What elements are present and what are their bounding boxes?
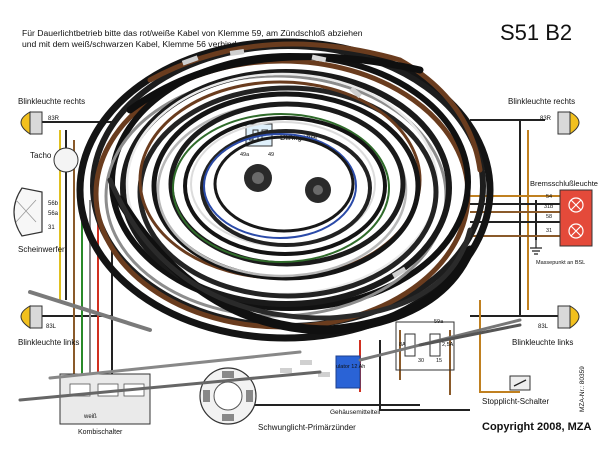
article-number: MZA-Nr.: 80359	[579, 366, 586, 412]
terminal-hl-56b: 56b	[48, 201, 59, 207]
lamp-yellow-icon	[569, 111, 580, 135]
terminal-bsl-54: 54	[546, 194, 552, 200]
cable-ties	[18, 290, 522, 402]
wire-harness	[76, 38, 494, 342]
copyright: Copyright 2008, MZA	[482, 421, 591, 433]
generator-label: Schwunglicht-Primärzünder	[258, 423, 356, 432]
terminal-bsl-58: 58	[546, 214, 552, 220]
indicator-rear-right-label: Blinkleuchte rechts	[508, 97, 575, 106]
note-line-2: und mit dem weiß/schwarzen Kabel, Klemme…	[22, 39, 246, 49]
note-line-1: Für Dauerlichtbetrieb bitte das rot/weiß…	[22, 28, 363, 38]
indicator-rear-left	[557, 305, 580, 329]
terminal-hl-56a: 56a	[48, 211, 59, 217]
terminal-ind-fl: 83L	[46, 324, 57, 330]
brake-light-switch-icon	[509, 375, 531, 391]
speedometer-label: Tacho	[30, 151, 52, 160]
terminal-ind-rr: 83R	[540, 116, 552, 122]
terminal-ind-rl: 83L	[538, 324, 549, 330]
indicator-front-right	[20, 111, 43, 135]
terminal-flasher-49: 49	[268, 152, 274, 158]
wire-connectors	[181, 49, 407, 377]
indicator-rear-left-label: Blinkleuchte links	[512, 338, 573, 347]
terminal-bsl-31: 31	[546, 228, 552, 234]
terminal-fuse-15: 15	[436, 358, 442, 364]
combination-switch-label: Kombischalter	[78, 429, 123, 436]
terminal-fuse-8a: 8A	[399, 342, 406, 348]
brake-tail-light	[559, 189, 593, 247]
indicator-front-left	[20, 305, 43, 329]
terminal-bsl-31b: 31b	[544, 204, 553, 210]
terminal-fuse-30: 30	[418, 358, 424, 364]
generator-icon	[199, 367, 257, 425]
terminal-hl-31: 31	[48, 225, 55, 231]
indicator-front-right-label: Blinkleuchte rechts	[18, 97, 85, 106]
ground-point-label: Massepunkt an BSL	[536, 260, 585, 266]
headlight-label: Scheinwerfer	[18, 245, 65, 254]
battery-label: ulator 12 Ah	[336, 364, 365, 370]
headlight-icon	[13, 187, 43, 237]
bulb-icon	[568, 197, 584, 239]
lamp-yellow-icon	[569, 305, 580, 329]
battery-icon	[335, 355, 361, 389]
terminal-fuse-25a: 2,5A	[442, 342, 454, 348]
terminal-flasher-49a: 49a	[240, 152, 250, 158]
model-title: S51 B2	[500, 20, 572, 45]
combination-switch	[59, 373, 151, 425]
brake-light-switch-label: Stopplicht-Schalter	[482, 397, 549, 406]
combination-switch-weiss: weiß	[83, 414, 97, 420]
terminal-fuse-59a: 59a	[434, 319, 444, 325]
indicator-rear-right	[557, 111, 580, 135]
terminal-ind-fr: 83R	[48, 116, 60, 122]
indicator-front-left-label: Blinkleuchte links	[18, 338, 79, 347]
brake-tail-light-label: Bremsschlußleuchte	[530, 179, 598, 188]
ground-symbol-icon	[530, 240, 542, 255]
speedometer-icon	[53, 147, 79, 173]
frame-ground-label: Gehäusemittelteil	[330, 409, 381, 416]
grommet-icon	[244, 164, 331, 203]
